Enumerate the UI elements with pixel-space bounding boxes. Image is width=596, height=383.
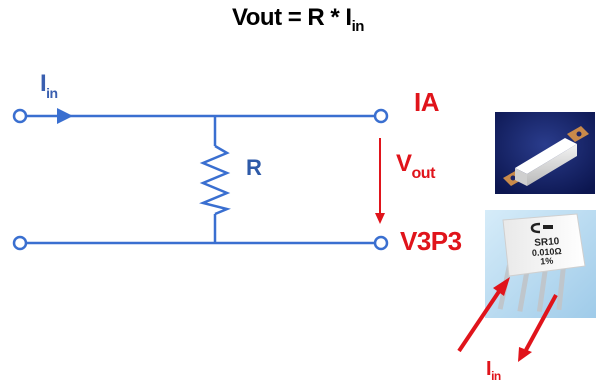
equation-title: Vout = R * Iin [232, 4, 364, 35]
node-ia-label: IA [414, 87, 440, 117]
terminal-top-left [12, 108, 28, 124]
input-current-arrow [57, 108, 73, 124]
resistor-symbol [199, 144, 231, 216]
sr10-resistor-photo: SR10 0.010Ω 1% [485, 210, 596, 318]
terminal-ia [373, 108, 389, 124]
terminal-bottom-left [12, 235, 28, 251]
marking-line1: SR10 [534, 236, 560, 249]
marking-line3: 1% [540, 256, 554, 267]
vout-arrow-head [375, 213, 385, 224]
marking-line2: 0.010Ω [532, 246, 562, 258]
terminal-v3p3 [373, 235, 389, 251]
node-v3p3-label: V3P3 [400, 226, 462, 256]
shunt-resistor-photo [495, 112, 595, 194]
input-current-label: Iin [40, 70, 58, 101]
resistor-label: R [246, 155, 262, 180]
vout-label: Vout [396, 150, 435, 182]
current-label-bottom: Iin [486, 358, 501, 383]
